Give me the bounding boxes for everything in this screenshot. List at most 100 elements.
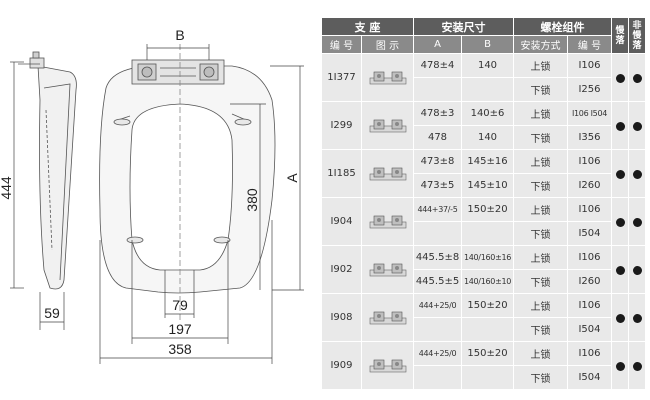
dimension-b: 140/160±16 xyxy=(461,245,514,270)
hinge-diagram xyxy=(361,149,414,198)
model-number: I908 xyxy=(321,293,362,342)
model-number: I299 xyxy=(321,101,362,150)
dimension-a: 478±3 xyxy=(413,101,462,126)
filled-dot-icon xyxy=(615,266,625,275)
dimension-b: 145±16 xyxy=(461,149,514,174)
dim-59: 59 xyxy=(44,305,60,321)
filled-dot-icon xyxy=(632,266,642,275)
hinge-icon xyxy=(369,215,406,228)
hinge-diagram xyxy=(361,101,414,150)
filled-dot-icon xyxy=(632,170,642,179)
part-number: I504 xyxy=(567,221,612,246)
side-view xyxy=(18,51,77,290)
part-number: I504 xyxy=(567,365,612,390)
install-method: 上锁 xyxy=(513,53,568,78)
model-number: 1I377 xyxy=(321,53,362,102)
model-number: I902 xyxy=(321,245,362,294)
hinge-icon xyxy=(369,311,406,324)
part-number: I106 I504 xyxy=(567,101,612,126)
dim-197: 197 xyxy=(168,321,192,337)
part-number: I106 xyxy=(567,341,612,366)
slow-drop-indicator xyxy=(611,293,629,342)
filled-dot-icon xyxy=(615,218,625,227)
install-method: 上锁 xyxy=(513,341,568,366)
dimension-a xyxy=(413,221,462,246)
dimension-a xyxy=(413,77,462,102)
hinge-icon xyxy=(369,359,406,372)
part-number: I260 xyxy=(567,269,612,294)
filled-dot-icon xyxy=(632,74,642,83)
filled-dot-icon xyxy=(632,314,642,323)
dimension-a: 445.5±8 xyxy=(413,245,462,270)
dimension-lines xyxy=(10,44,304,364)
spec-table: 支 座 安装尺寸 螺栓组件 慢落 非慢落 编 号 图 示 A B 安装方式 编 … xyxy=(321,17,646,390)
dim-79: 79 xyxy=(172,297,188,313)
dimension-a xyxy=(413,365,462,390)
dimension-b: 140±6 xyxy=(461,101,514,126)
part-number: I106 xyxy=(567,149,612,174)
header-support: 支 座 xyxy=(321,17,414,36)
install-method: 上锁 xyxy=(513,197,568,222)
dimension-b: 150±20 xyxy=(461,341,514,366)
install-method: 下锁 xyxy=(513,77,568,102)
install-method: 上锁 xyxy=(513,245,568,270)
model-number: 1I185 xyxy=(321,149,362,198)
part-number: I106 xyxy=(567,245,612,270)
dimension-b: 150±20 xyxy=(461,197,514,222)
top-view xyxy=(99,59,276,294)
dimension-b: 140 xyxy=(461,125,514,150)
non-slow-drop-indicator xyxy=(628,341,646,390)
part-number: I504 xyxy=(567,317,612,342)
toilet-seat-drawing: 444 59 B A 380 79 197 358 xyxy=(0,27,304,364)
dimension-a xyxy=(413,317,462,342)
slow-drop-indicator xyxy=(611,101,629,150)
dim-b: B xyxy=(175,27,184,43)
hinge-diagram xyxy=(361,245,414,294)
slow-drop-indicator xyxy=(611,53,629,102)
hinge-diagram xyxy=(361,341,414,390)
part-number: I106 xyxy=(567,197,612,222)
dim-358: 358 xyxy=(168,341,192,357)
install-method: 下锁 xyxy=(513,365,568,390)
dimension-a: 478±4 xyxy=(413,53,462,78)
non-slow-drop-indicator xyxy=(628,245,646,294)
install-method: 下锁 xyxy=(513,221,568,246)
slow-drop-indicator xyxy=(611,341,629,390)
hinge-diagram xyxy=(361,293,414,342)
part-number: I106 xyxy=(567,293,612,318)
filled-dot-icon xyxy=(615,170,625,179)
filled-dot-icon xyxy=(632,122,642,131)
dimension-b: 150±20 xyxy=(461,293,514,318)
dimension-a: 444+25/0 xyxy=(413,341,462,366)
dim-444: 444 xyxy=(0,176,14,200)
dim-380: 380 xyxy=(244,188,260,212)
filled-dot-icon xyxy=(615,122,625,131)
hinge-diagram xyxy=(361,197,414,246)
dimension-b xyxy=(461,221,514,246)
dimension-a: 473±8 xyxy=(413,149,462,174)
filled-dot-icon xyxy=(615,314,625,323)
hinge-icon xyxy=(369,71,406,84)
install-method: 上锁 xyxy=(513,149,568,174)
header-part-number: 编 号 xyxy=(567,35,612,54)
header-bolt-assembly: 螺栓组件 xyxy=(513,17,612,36)
filled-dot-icon xyxy=(632,362,642,371)
header-non-slow-drop: 非慢落 xyxy=(628,17,646,54)
hinge-icon xyxy=(369,119,406,132)
dimension-a: 444+37/-5 xyxy=(413,197,462,222)
dimension-a: 473±5 xyxy=(413,173,462,198)
non-slow-drop-indicator xyxy=(628,53,646,102)
dimension-a: 478 xyxy=(413,125,462,150)
install-method: 上锁 xyxy=(513,101,568,126)
dimension-b xyxy=(461,77,514,102)
dimension-b: 140/160±10 xyxy=(461,269,514,294)
